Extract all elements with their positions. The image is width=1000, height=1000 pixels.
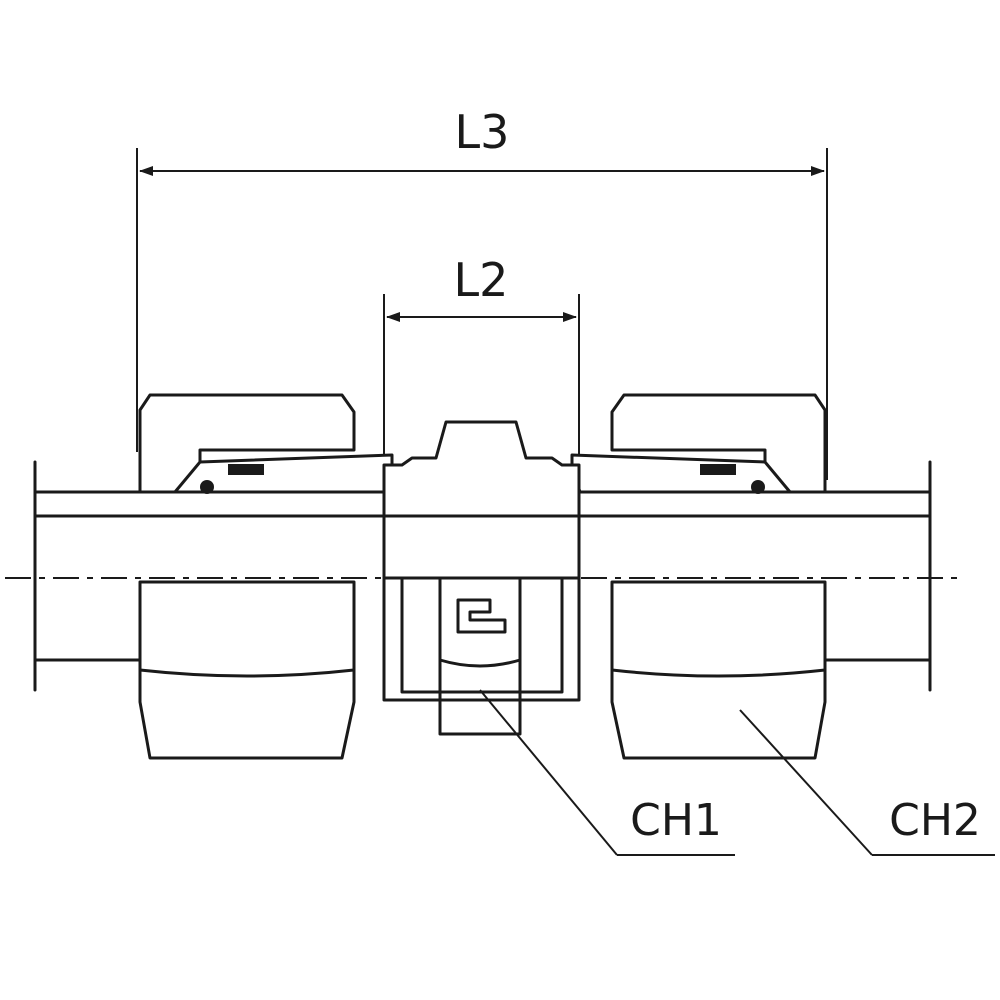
callout-ch1: CH1 (479, 689, 735, 856)
nut-right (570, 393, 827, 760)
o-ring-right (751, 480, 765, 494)
seal-ring-left (228, 464, 264, 475)
seal-ring-right (700, 464, 736, 475)
dimension-l2: L2 (383, 253, 580, 578)
ch2-label: CH2 (889, 795, 981, 846)
ch1-label: CH1 (630, 795, 722, 846)
callout-ch2: CH2 (739, 709, 995, 856)
nut-left (138, 393, 394, 760)
l3-label: L3 (455, 105, 510, 159)
body-hex (438, 576, 522, 736)
l2-label: L2 (454, 253, 509, 307)
dimension-l3: L3 (136, 105, 828, 480)
manufacturer-logo (456, 598, 507, 634)
o-ring-left (200, 480, 214, 494)
union-body (382, 420, 581, 736)
